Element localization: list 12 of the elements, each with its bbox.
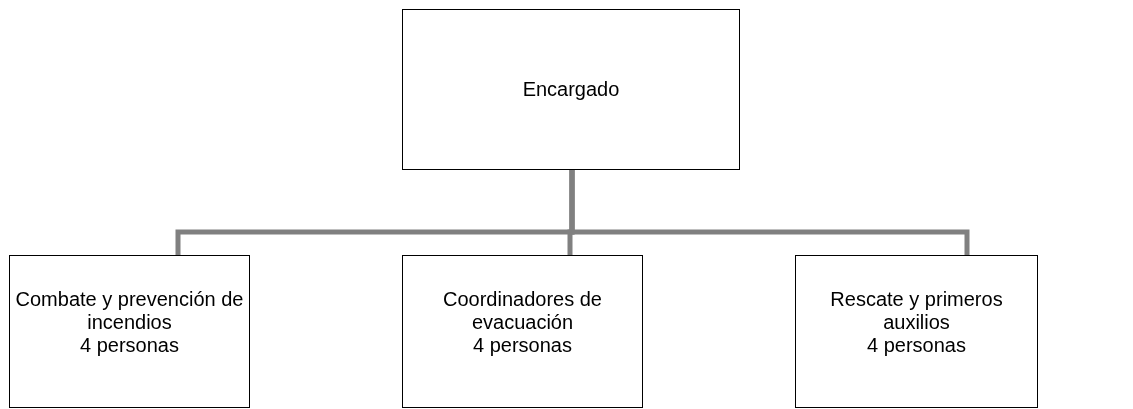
- manager-box: [402, 9, 740, 170]
- team-name: Coordinadores de evacuación: [442, 288, 603, 334]
- team-size: 4 personas: [867, 334, 966, 357]
- team-box: [402, 255, 643, 408]
- connector-line: [569, 170, 970, 255]
- team-size: 4 personas: [473, 334, 572, 357]
- team-box: [795, 255, 1038, 408]
- team-size: 4 personas: [80, 334, 179, 357]
- team-name: Rescate y primeros auxilios: [829, 288, 1004, 334]
- role-title: Encargado: [522, 78, 620, 101]
- team-box: [9, 255, 250, 408]
- team-name: Combate y prevención de incendios: [14, 288, 245, 334]
